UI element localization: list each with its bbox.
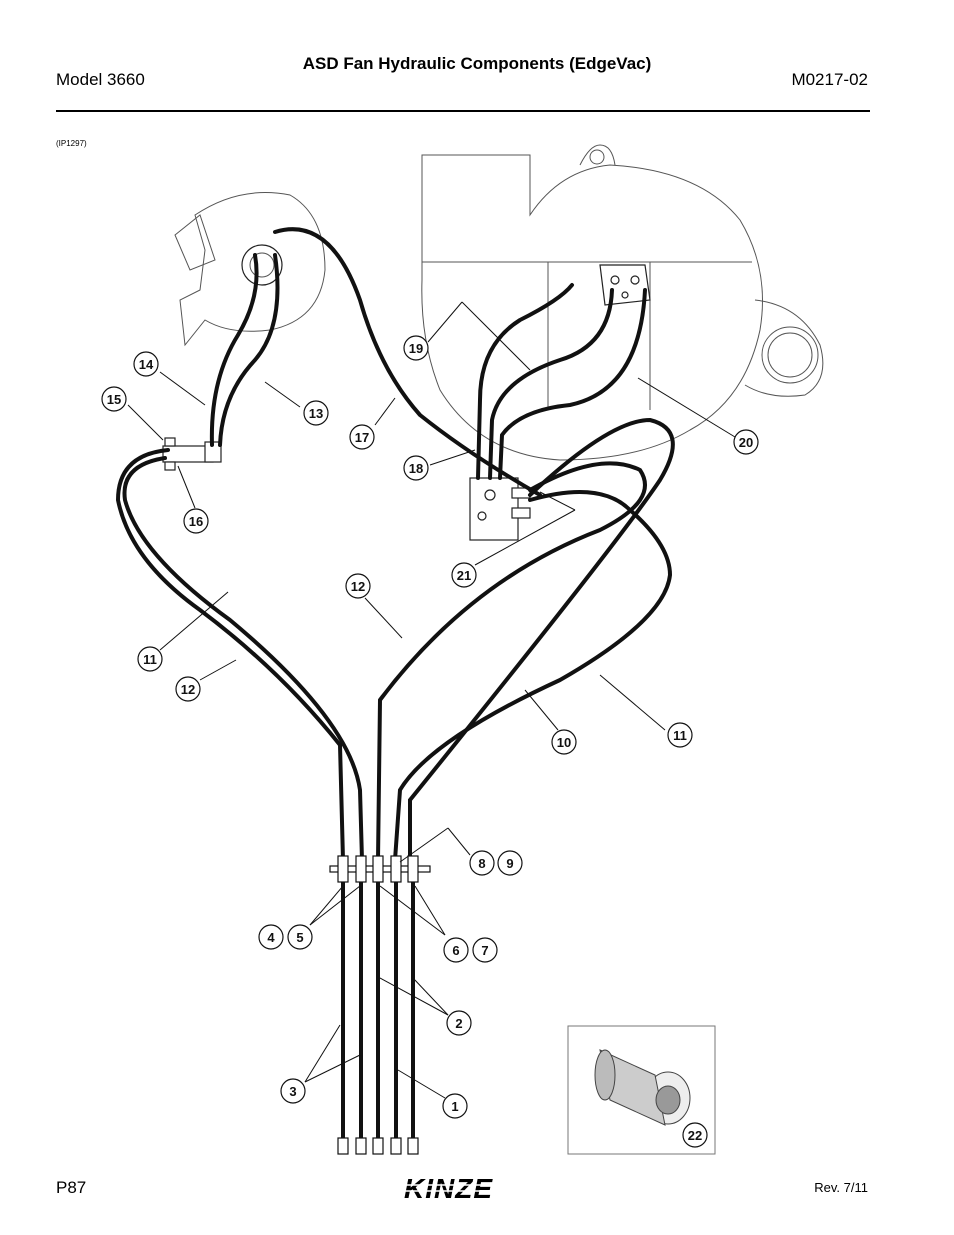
callout-15: 15: [107, 392, 121, 407]
callout-11-left: 11: [143, 652, 157, 667]
callout-19: 19: [409, 341, 423, 356]
revision-label: Rev. 7/11: [814, 1180, 868, 1195]
callout-3: 3: [289, 1084, 296, 1099]
coupler-plate: [329, 855, 431, 883]
document-number: M0217-02: [791, 70, 868, 89]
page-number: P87: [56, 1178, 87, 1197]
callout-14: 14: [139, 357, 154, 372]
lower-hoses: [341, 882, 415, 1138]
page-title: ASD Fan Hydraulic Components (EdgeVac): [302, 54, 652, 73]
callout-12-left: 12: [181, 682, 195, 697]
callout-21: 21: [457, 568, 471, 583]
callout-labels: 1 2 3 4 5 6 7 8 9 10 11 11 12 12 13 14 1…: [107, 341, 753, 1143]
callout-7: 7: [481, 943, 488, 958]
hoses: [115, 227, 675, 862]
callout-9: 9: [506, 856, 513, 871]
callout-13: 13: [309, 406, 323, 421]
callout-11-right: 11: [673, 728, 687, 743]
callout-8: 8: [478, 856, 485, 871]
callout-circles: [101, 335, 759, 1148]
pump-bracket: [174, 192, 326, 347]
callout-4: 4: [267, 930, 275, 945]
callout-18: 18: [409, 461, 423, 476]
hose-end-fittings: [337, 1137, 419, 1155]
manifold-block: [162, 437, 222, 471]
callout-10: 10: [557, 735, 571, 750]
callout-12-center: 12: [351, 579, 365, 594]
figure-reference: (IP1297): [56, 139, 87, 148]
callout-2: 2: [455, 1016, 462, 1031]
header-divider: [56, 110, 870, 112]
callout-6: 6: [452, 943, 459, 958]
leader-lines: [127, 301, 736, 1099]
callout-17: 17: [355, 430, 369, 445]
callout-20: 20: [739, 435, 753, 450]
fan-housing: [421, 144, 824, 461]
model-label: Model 3660: [56, 70, 145, 89]
callout-16: 16: [189, 514, 203, 529]
callout-1: 1: [451, 1099, 458, 1114]
callout-5: 5: [296, 930, 303, 945]
valve-block: [469, 477, 531, 541]
logo-text: KINZE: [404, 1173, 493, 1204]
callout-22: 22: [688, 1128, 702, 1143]
kinze-logo: KINZE: [402, 1173, 518, 1204]
